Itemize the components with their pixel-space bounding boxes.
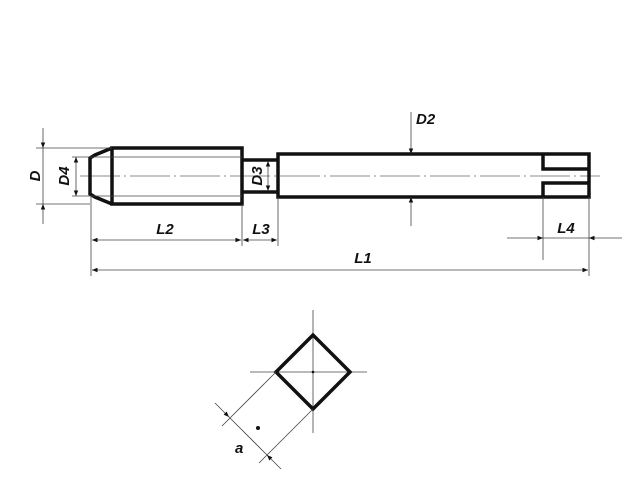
label-d2: D2 <box>416 111 436 128</box>
dimension-d2: D2 <box>408 111 436 226</box>
label-a: a <box>235 440 243 457</box>
label-l3: L3 <box>252 221 270 238</box>
dimension-l3: L3 <box>243 221 277 243</box>
label-l1: L1 <box>354 250 372 267</box>
dimension-l1: L1 <box>92 250 588 273</box>
square-section: a <box>214 310 367 470</box>
label-d4: D4 <box>56 166 73 186</box>
dimension-d: D <box>27 128 112 224</box>
dimension-l4: L4 <box>507 220 622 241</box>
dimension-d4: D4 <box>56 156 95 197</box>
label-d: D <box>27 170 44 181</box>
label-l2: L2 <box>156 221 174 238</box>
dimension-d3: D3 <box>249 161 271 191</box>
label-l4: L4 <box>557 220 575 237</box>
dimension-l2: L2 <box>92 221 241 243</box>
label-d3: D3 <box>249 166 266 186</box>
